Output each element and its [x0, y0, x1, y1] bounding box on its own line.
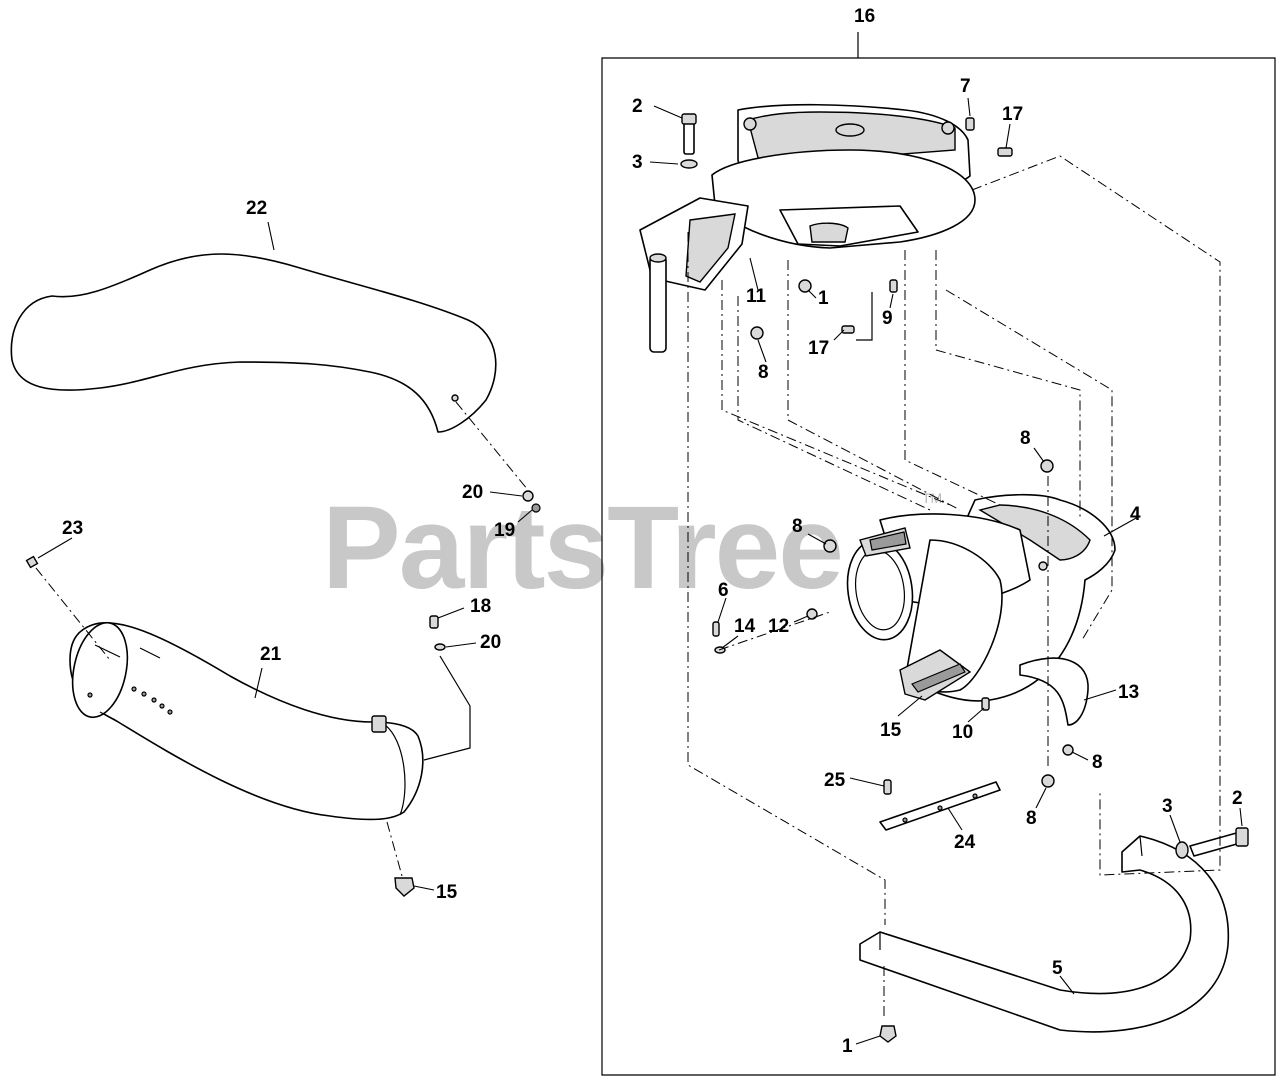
left-assembly-lines — [35, 401, 529, 877]
watermark-text: PartsTree — [322, 482, 842, 614]
callout-8-mid-left: 8 — [792, 516, 803, 537]
support-handle-5 — [859, 835, 1230, 1033]
chute-cover-22 — [10, 253, 497, 433]
callout-25: 25 — [824, 770, 846, 791]
callout-19: 19 — [494, 520, 515, 541]
watermark-trademark: TM — [922, 490, 942, 506]
callout-3-top: 3 — [632, 152, 643, 173]
extension-tube-21 — [69, 621, 424, 821]
callout-1-top: 1 — [818, 288, 829, 309]
deflector-13 — [1019, 657, 1089, 726]
callout-23: 23 — [62, 518, 83, 539]
callout-8-upper-right: 8 — [1020, 428, 1031, 449]
callout-5: 5 — [1052, 958, 1063, 979]
callout-18: 18 — [470, 596, 491, 617]
callout-8-lower-right: 8 — [1092, 752, 1103, 773]
assembly-frame — [601, 32, 1276, 1076]
callout-22: 22 — [246, 198, 267, 219]
callout-7: 7 — [960, 76, 971, 97]
callouts: 16 22 21 23 18 20 20 19 15 2 3 7 17 1 11… — [62, 6, 1243, 1057]
leader-lines — [37, 97, 1243, 1045]
scraper-bar-24 — [879, 781, 1001, 831]
callout-20-left-upper: 20 — [462, 482, 483, 503]
callout-6: 6 — [718, 580, 729, 601]
watermark: PartsTree TM — [322, 482, 942, 614]
callout-15-left: 15 — [436, 882, 458, 903]
chute-rotation-housing — [639, 103, 976, 353]
callout-8-lower: 8 — [1026, 808, 1037, 829]
callout-14: 14 — [734, 616, 756, 637]
callout-9: 9 — [882, 308, 893, 329]
callout-20-left-lower: 20 — [480, 632, 501, 653]
callout-24: 24 — [954, 832, 976, 853]
callout-21: 21 — [260, 644, 282, 665]
callout-2-top: 2 — [632, 96, 643, 117]
chute-body-4 — [846, 459, 1116, 702]
callout-1-bottom: 1 — [842, 1036, 853, 1057]
hardware-right — [680, 113, 1249, 1043]
callout-13: 13 — [1118, 682, 1139, 703]
callout-17-mid: 17 — [808, 338, 829, 359]
callout-8-upper-left: 8 — [758, 362, 769, 383]
hardware-left — [25, 490, 541, 897]
callout-12: 12 — [768, 616, 789, 637]
callout-2-bottom: 2 — [1232, 788, 1243, 809]
callout-10: 10 — [952, 722, 973, 743]
callout-15-right: 15 — [880, 720, 902, 741]
screw-25 — [883, 779, 892, 795]
callout-11: 11 — [746, 286, 767, 307]
callout-3-bottom: 3 — [1162, 796, 1173, 817]
callout-4: 4 — [1130, 504, 1141, 525]
callout-17-top: 17 — [1002, 104, 1023, 125]
right-assembly-lines — [687, 155, 1221, 1020]
callout-16: 16 — [854, 6, 875, 27]
